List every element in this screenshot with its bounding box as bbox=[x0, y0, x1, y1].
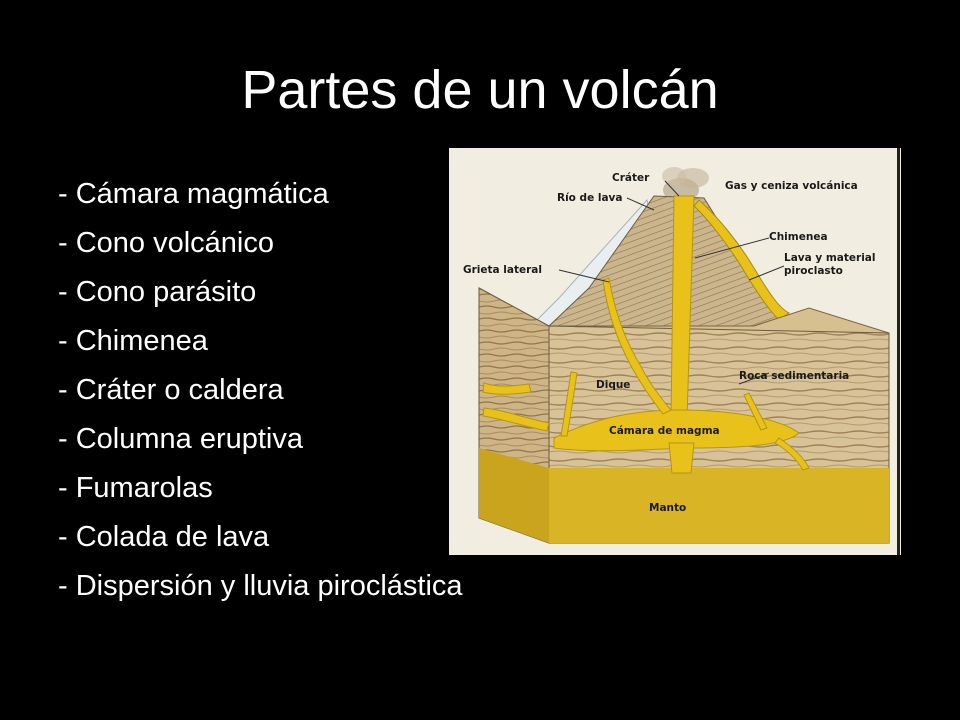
label-gas: Gas y ceniza volcánica bbox=[725, 180, 858, 192]
magma-system bbox=[482, 195, 810, 474]
label-crater: Cráter bbox=[612, 172, 650, 184]
bullet-item: - Cono parásito bbox=[58, 276, 257, 308]
bullet-item: - Dispersión y lluvia piroclástica bbox=[58, 570, 463, 602]
bullet-item: - Chimenea bbox=[58, 325, 208, 357]
mantle bbox=[549, 468, 889, 543]
bullet-item: - Cráter o caldera bbox=[58, 374, 284, 406]
volcano-diagram-svg: Cráter Gas y ceniza volcánica Río de lav… bbox=[463, 167, 890, 544]
bullet-item: - Columna eruptiva bbox=[58, 423, 303, 455]
bullet-item: - Colada de lava bbox=[58, 521, 270, 553]
label-lava-material-1: Lava y material bbox=[784, 252, 876, 264]
bullet-list: - Cámara magmática - Cono volcánico - Co… bbox=[58, 170, 463, 611]
slide-title: Partes de un volcán bbox=[241, 60, 719, 120]
label-mantle: Manto bbox=[649, 502, 686, 514]
mantle-side bbox=[479, 448, 549, 543]
bullet-item: - Cono volcánico bbox=[58, 227, 274, 259]
label-magma-chamber: Cámara de magma bbox=[609, 425, 720, 437]
diagram-border bbox=[897, 148, 900, 555]
label-dike: Dique bbox=[596, 379, 630, 391]
label-lava-material-2: piroclasto bbox=[784, 265, 843, 277]
volcano-diagram: Cráter Gas y ceniza volcánica Río de lav… bbox=[449, 148, 901, 555]
ash-cloud bbox=[662, 167, 709, 202]
label-sedimentary-rock: Roca sedimentaria bbox=[739, 370, 849, 382]
label-lava-river: Río de lava bbox=[557, 192, 622, 204]
label-leaders bbox=[558, 180, 785, 385]
label-lateral-crack: Grieta lateral bbox=[463, 264, 542, 276]
bullet-item: - Cámara magmática bbox=[58, 178, 329, 210]
label-chimney: Chimenea bbox=[769, 231, 828, 243]
bullet-item: - Fumarolas bbox=[58, 472, 213, 504]
